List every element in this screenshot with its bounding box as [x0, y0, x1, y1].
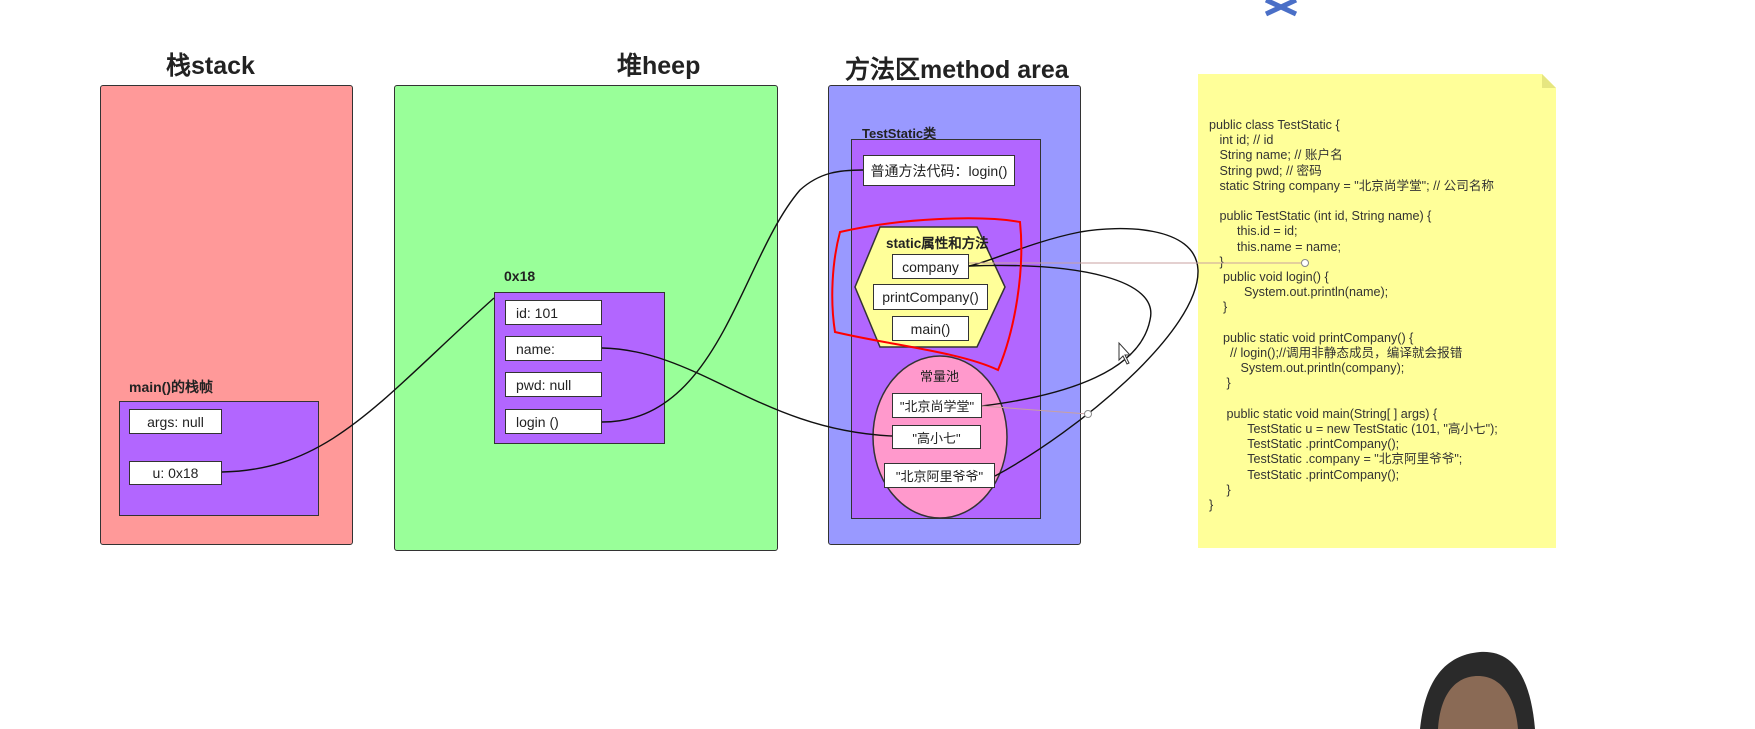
object-address-label: 0x18 — [504, 268, 536, 284]
code-listing: public class TestStatic { int id; // id … — [1209, 118, 1498, 513]
static-title: static属性和方法 — [886, 236, 989, 251]
code-line: public static void main(String[ ] args) … — [1209, 406, 1438, 421]
name-field: name: — [505, 336, 602, 361]
normal-method-cell: 普通方法代码：login() — [863, 155, 1015, 186]
class-title: TestStatic类 — [862, 126, 937, 141]
pool-item-beijing-aliyeye: "北京阿里爷爷" — [884, 463, 995, 488]
code-line: String name; // 账户名 — [1209, 148, 1343, 163]
code-line: public TestStatic (int id, String name) … — [1209, 209, 1432, 224]
code-line: } — [1209, 482, 1231, 497]
static-printcompany-cell: printCompany() — [873, 284, 988, 310]
args-cell: args: null — [129, 409, 222, 434]
code-line: } — [1209, 300, 1228, 315]
code-line — [1209, 316, 1498, 331]
code-line: this.name = name; — [1209, 239, 1341, 254]
code-line — [1209, 194, 1498, 209]
code-line: public void login() { — [1209, 270, 1329, 285]
code-line: TestStatic .printCompany(); — [1209, 467, 1400, 482]
code-line: System.out.println(name); — [1209, 285, 1389, 300]
pool-item-gaoxiaoqi: "高小七" — [892, 425, 981, 449]
heap-title: 堆heep — [617, 52, 701, 80]
code-line: } — [1209, 254, 1224, 269]
u-reference-cell: u: 0x18 — [129, 461, 222, 485]
method-area-title: 方法区method area — [845, 56, 1069, 84]
static-company-cell: company — [892, 254, 969, 279]
code-line — [1209, 392, 1498, 407]
code-line: public static void printCompany() { — [1209, 330, 1414, 345]
code-note — [1198, 74, 1556, 548]
code-line: this.id = id; — [1209, 224, 1298, 239]
id-field: id: 101 — [505, 300, 602, 325]
code-line: int id; // id — [1209, 133, 1274, 148]
code-line: } — [1209, 498, 1214, 513]
login-field: login () — [505, 409, 602, 434]
stack-frame-title: main()的栈帧 — [129, 379, 213, 395]
code-line: static String company = "北京尚学堂"; // 公司名称 — [1209, 178, 1495, 193]
pwd-field: pwd: null — [505, 372, 602, 397]
code-line: String pwd; // 密码 — [1209, 163, 1322, 178]
constant-pool-title: 常量池 — [920, 369, 960, 384]
stack-title: 栈stack — [166, 52, 255, 80]
code-line: TestStatic .company = "北京阿里爷爷"; — [1209, 452, 1463, 467]
code-line: // login();//调用非静态成员，编译就会报错 — [1209, 346, 1463, 361]
static-main-cell: main() — [892, 316, 969, 341]
code-line: System.out.println(company); — [1209, 361, 1405, 376]
code-line: TestStatic .printCompany(); — [1209, 437, 1400, 452]
code-line: TestStatic u = new TestStatic (101, "高小七… — [1209, 422, 1498, 437]
code-line: public class TestStatic { — [1209, 118, 1340, 132]
pool-item-beijing-shangxuetang: "北京尚学堂" — [892, 393, 982, 418]
code-line: } — [1209, 376, 1231, 391]
